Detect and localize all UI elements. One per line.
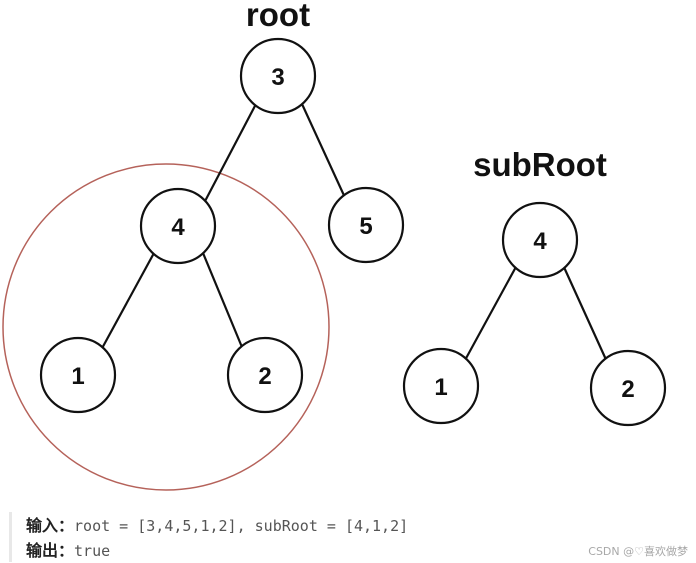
example-quote-bar (9, 512, 12, 562)
tree-node: 4 (139, 187, 217, 265)
node-label: 2 (258, 363, 271, 390)
tree-node: 1 (402, 347, 480, 425)
edge-sub-4-1 (463, 264, 518, 363)
node-label: 3 (271, 64, 284, 91)
node-label: 4 (171, 214, 185, 241)
binary-tree-diagram: root subRoot 3 4 5 1 2 4 1 2 (2, 0, 667, 491)
edge-4-1 (99, 252, 155, 353)
node-label: 4 (533, 228, 547, 255)
tree-node: 4 (501, 201, 579, 279)
node-label: 1 (71, 363, 84, 390)
subroot-title: subRoot (473, 146, 607, 183)
root-title: root (246, 0, 310, 33)
edge-3-4 (202, 103, 257, 206)
csdn-watermark: CSDN @♡喜欢做梦 (588, 545, 688, 558)
node-label: 5 (359, 213, 372, 240)
edge-sub-4-2 (561, 264, 610, 365)
node-label: 1 (434, 374, 447, 401)
tree-node: 2 (226, 336, 304, 414)
tree-node: 5 (327, 186, 405, 264)
output-label: 输出： (26, 541, 75, 560)
input-value: root = [3,4,5,1,2], subRoot = [4,1,2] (74, 517, 409, 535)
node-label: 2 (621, 376, 634, 403)
edge-3-5 (301, 103, 348, 203)
output-value: true (74, 542, 111, 560)
tree-node: 3 (239, 37, 317, 115)
edge-4-2 (201, 252, 246, 353)
example-output-line: 输出：true (26, 537, 110, 561)
subtree-highlight-circle (2, 163, 330, 491)
tree-node: 2 (589, 349, 667, 427)
example-input-line: 输入：root = [3,4,5,1,2], subRoot = [4,1,2] (26, 512, 408, 536)
input-label: 输入： (26, 516, 75, 535)
tree-node: 1 (39, 336, 117, 414)
